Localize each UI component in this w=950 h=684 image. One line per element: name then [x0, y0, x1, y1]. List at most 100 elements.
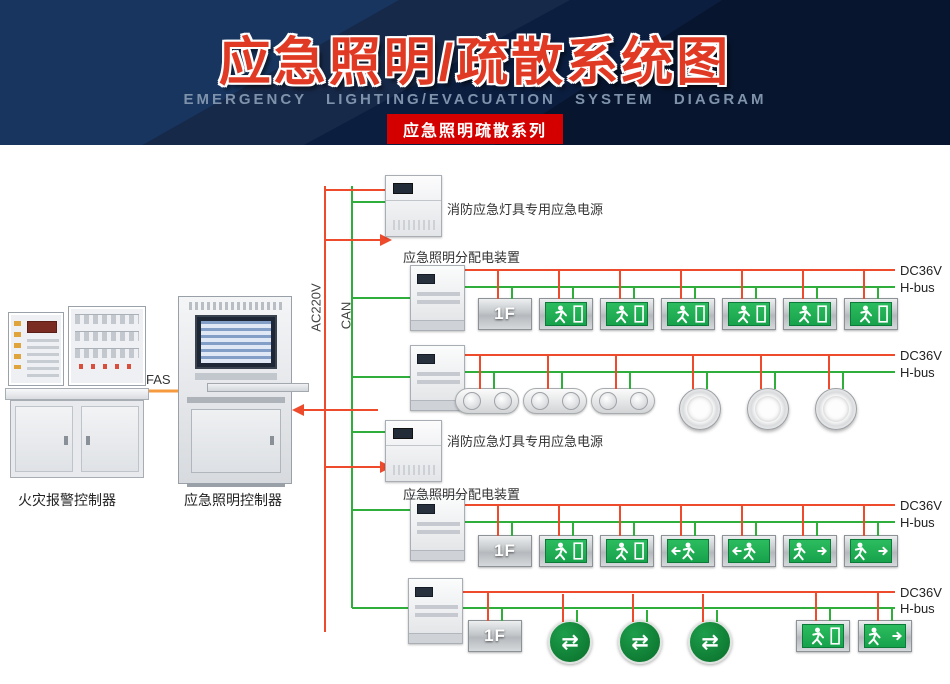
circle-sign: ⇄: [618, 594, 662, 664]
emergency-power-supply-1: [385, 175, 442, 237]
lamp-head: [530, 392, 549, 410]
device-display: [417, 354, 435, 364]
device-display: [417, 274, 435, 284]
panel-slot: [417, 372, 460, 376]
dc36v-label: DC36V: [900, 348, 942, 363]
exit-pictogram: [802, 624, 844, 648]
keyboard-tray: [207, 383, 309, 392]
exit-sign: [783, 271, 837, 330]
exit-sign: [600, 271, 654, 330]
branch-3-devices: 1F: [478, 506, 898, 567]
alarm-display: [27, 321, 57, 333]
exit-sign: [539, 271, 593, 330]
panel-slot: [417, 292, 460, 296]
distribution-1-label: 应急照明分配电装置: [403, 250, 521, 265]
console-cabinet: [10, 400, 144, 478]
exit-sign: [600, 506, 654, 567]
exit-pictogram: [728, 302, 770, 326]
page-title: 应急照明/疏散系统图: [218, 34, 732, 92]
circle-sign: ⇄: [548, 594, 592, 664]
downlight-inner: [687, 396, 713, 422]
hbus-label: H-bus: [900, 365, 935, 380]
distribution-box-3: [410, 495, 465, 561]
exit-pictogram: [667, 302, 709, 326]
branch-4-devices: 1F ⇄ ⇄ ⇄: [468, 593, 912, 664]
alarm-buttons: [27, 339, 59, 377]
double-arrow-icon: ⇄: [631, 629, 649, 654]
exit-pictogram: [606, 539, 648, 563]
page-subtitle: EMERGENCY LIGHTING/EVACUATION SYSTEM DIA…: [183, 91, 767, 108]
exit-pictogram: [545, 539, 587, 563]
series-banner: 应急照明疏散系列: [386, 114, 564, 144]
hbus-label: H-bus: [900, 280, 935, 295]
module-slots: [75, 331, 139, 341]
hbus-label: H-bus: [900, 515, 935, 530]
led-indicators: [14, 321, 21, 369]
double-arrow-icon: ⇄: [561, 629, 579, 654]
exit-left-sign: [722, 506, 776, 567]
controller-monitor: [195, 315, 277, 369]
twin-light: [591, 356, 655, 414]
downlight-inner: [823, 396, 849, 422]
emergency-lighting-controller-cabinet: [178, 296, 309, 487]
panel-slot: [417, 380, 460, 384]
power-supply-2-label: 消防应急灯具专用应急电源: [447, 434, 604, 449]
panel-seam: [386, 445, 441, 446]
floor-sign: 1F: [478, 506, 532, 567]
exit-sign: [661, 271, 715, 330]
panel-slot: [417, 300, 460, 304]
double-arrow-icon: ⇄: [701, 629, 719, 654]
cabinet-door: [81, 406, 139, 472]
downlight: [747, 356, 789, 430]
exit-right-sign: [783, 506, 837, 567]
monitor-screen: [201, 321, 271, 363]
device-display: [393, 183, 413, 194]
power-supply-1-label: 消防应急灯具专用应急电源: [447, 202, 604, 217]
floor-label: 1F: [484, 626, 506, 645]
exit-pictogram: [864, 624, 906, 648]
page-header: 应急照明/疏散系统图 EMERGENCY LIGHTING/EVACUATION…: [0, 0, 950, 145]
vent-grille: [393, 220, 436, 230]
exit-pictogram: [728, 539, 770, 563]
exit-sign: [722, 271, 776, 330]
indicator-row: [79, 364, 135, 369]
exit-pictogram: [606, 302, 648, 326]
downlight-inner: [755, 396, 781, 422]
can-label: CAN: [338, 301, 354, 330]
branch-1-devices: 1F: [478, 271, 898, 330]
distribution-box-1: [410, 265, 465, 331]
exit-pictogram: [545, 302, 587, 326]
exit-left-sign: [661, 506, 715, 567]
exit-sign: [844, 271, 898, 330]
circle-sign: ⇄: [688, 594, 732, 664]
downlight: [679, 356, 721, 430]
panel-seam: [386, 200, 441, 201]
exit-pictogram: [789, 539, 831, 563]
exit-pictogram: [789, 302, 831, 326]
lamp-head: [629, 392, 648, 410]
device-display: [417, 504, 435, 514]
panel-base: [409, 633, 462, 643]
door-handle: [270, 436, 274, 445]
alarm-panel-right: [68, 306, 146, 386]
module-slots: [75, 314, 139, 324]
panel-base: [411, 320, 464, 330]
dc36v-label: DC36V: [900, 498, 942, 513]
branch-2-devices: [455, 356, 857, 430]
door-handle: [64, 435, 68, 445]
fire-alarm-controller-label: 火灾报警控制器: [18, 492, 116, 508]
downlight: [815, 356, 857, 430]
panel-slot: [415, 605, 458, 609]
hbus-label: H-bus: [900, 601, 935, 616]
floor-label: 1F: [494, 541, 516, 560]
distribution-2-label: 应急照明分配电装置: [403, 487, 521, 502]
cabinet-door: [191, 409, 281, 473]
ac220v-label: AC220V: [308, 283, 324, 332]
lamp-head: [598, 392, 617, 410]
floor-sign: 1F: [478, 271, 532, 330]
module-slots: [75, 348, 139, 358]
vent-grille: [393, 465, 436, 475]
exit-sign: [539, 506, 593, 567]
exit-pictogram: [850, 539, 892, 563]
exit-sign: [796, 593, 850, 652]
